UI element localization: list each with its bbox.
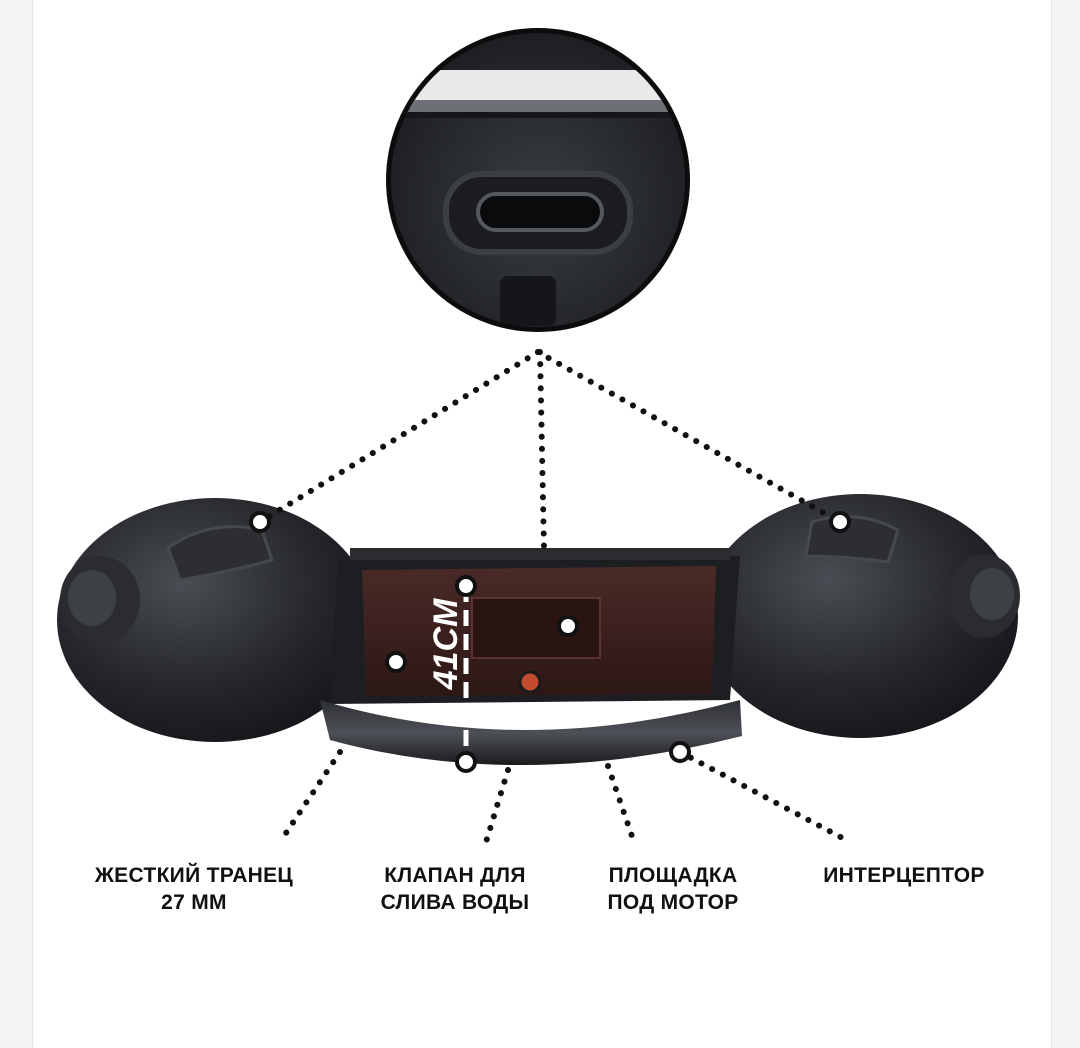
callout-leader-lines: [257, 349, 853, 845]
marker-motor-pad: [557, 615, 579, 637]
callout-motor-pad: ПЛОЩАДКА ПОД МОТОР: [607, 864, 739, 914]
marker-interceptor: [669, 741, 691, 763]
transom: [320, 548, 742, 766]
marker-right-handle: [829, 511, 851, 533]
left-tube: [57, 498, 373, 742]
callout-interceptor: ИНТЕРЦЕПТОР: [823, 864, 985, 887]
marker-dots: [249, 511, 851, 773]
marker-left-handle: [249, 511, 271, 533]
marker-measure-bottom: [455, 751, 477, 773]
callout-transom: ЖЕСТКИЙ ТРАНЕЦ 27 ММ: [94, 864, 294, 914]
drain-valve-plug: [518, 670, 542, 694]
zoom-detail-handle: [386, 28, 690, 332]
height-measure-label: 41СМ: [426, 598, 465, 690]
motor-mount-plate: [471, 597, 601, 659]
marker-measure-top: [455, 575, 477, 597]
interceptor-bumper: [320, 700, 742, 766]
marker-transom: [385, 651, 407, 673]
right-tube: [702, 494, 1020, 738]
callout-drain-valve: КЛАПАН ДЛЯ СЛИВА ВОДЫ: [380, 864, 530, 914]
